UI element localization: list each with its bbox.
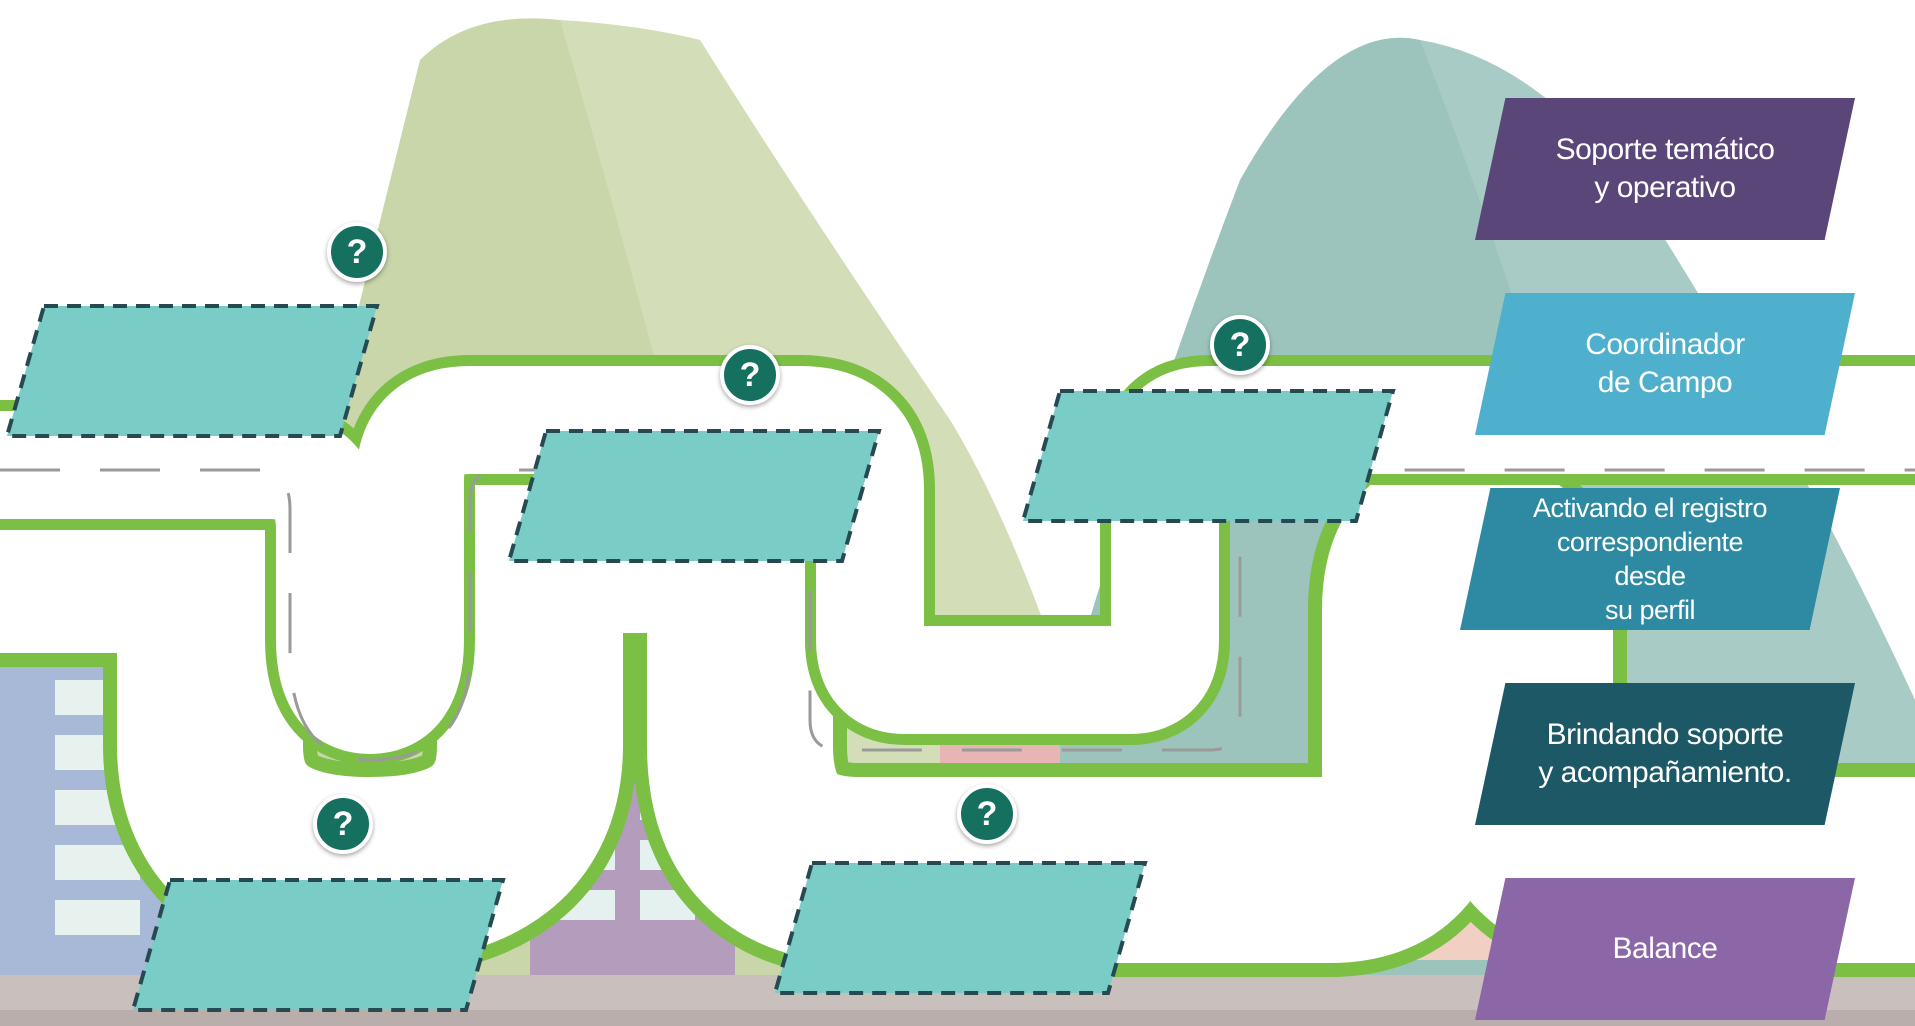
card-background (1475, 98, 1855, 240)
question-mark-icon[interactable]: ? (720, 345, 780, 405)
question-mark-icon[interactable]: ? (313, 794, 373, 854)
answer-card-activando-el-registro[interactable]: Activando el registro correspondiente de… (1460, 488, 1840, 630)
card-label: Coordinador de Campo (1585, 328, 1745, 399)
drop-zone-shape (130, 878, 506, 1012)
lane-markings (0, 468, 1915, 762)
answer-card-soporte-tematico[interactable]: Soporte temático y operativo (1475, 98, 1855, 240)
card-label: Brindando soporte y acompañamiento. (1538, 718, 1792, 789)
drop-zone-1[interactable] (4, 303, 380, 439)
answer-card-coordinador-de-campo[interactable]: Coordinador de Campo (1475, 293, 1855, 435)
card-background (1475, 293, 1855, 435)
drop-zone-3[interactable] (1020, 388, 1396, 524)
card-label: Soporte temático y operativo (1555, 133, 1775, 204)
card-background (1460, 488, 1840, 630)
answer-card-brindando-soporte[interactable]: Brindando soporte y acompañamiento. (1475, 683, 1855, 825)
drop-zone-5[interactable] (772, 860, 1148, 996)
drop-zone-shape (1020, 389, 1396, 523)
question-mark-icon[interactable]: ? (327, 222, 387, 282)
card-background (1475, 683, 1855, 825)
drop-zone-shape (506, 429, 882, 563)
drop-zone-4[interactable] (130, 877, 506, 1013)
answer-card-balance[interactable]: Balance (1475, 878, 1855, 1020)
question-mark-icon[interactable]: ? (1210, 315, 1270, 375)
drop-zone-shape (4, 304, 380, 438)
drop-zone-2[interactable] (506, 428, 882, 564)
card-label: Activando el registro correspondiente de… (1532, 493, 1768, 625)
card-label: Balance (1612, 932, 1718, 965)
question-mark-icon[interactable]: ? (957, 784, 1017, 844)
card-background (1475, 878, 1855, 1020)
drop-zone-shape (772, 861, 1148, 995)
